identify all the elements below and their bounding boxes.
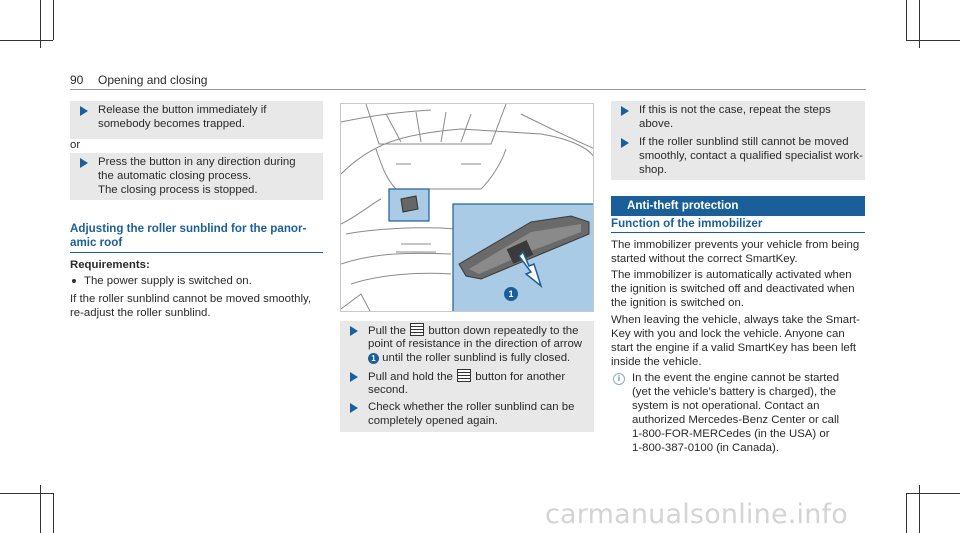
step-text: Pull the button down repeatedly to the xyxy=(368,323,578,339)
step-text: point of resistance in the direction of … xyxy=(368,338,583,350)
step-text: If this is not the case, repeat the step… xyxy=(639,104,831,116)
bullet-dot xyxy=(72,279,76,283)
step-bar xyxy=(611,133,865,180)
step-text: Pull and hold the button for another xyxy=(368,369,565,385)
step-arrow-icon xyxy=(350,372,358,382)
crop-mark xyxy=(906,493,907,533)
step-text: above. xyxy=(639,118,674,130)
step-bar xyxy=(340,321,594,368)
crop-mark xyxy=(906,40,960,41)
step-text: Release the button immediately if xyxy=(98,104,267,116)
body-text: inside the vehicle. xyxy=(611,356,702,368)
callout-number: 1 xyxy=(368,353,379,364)
crop-mark xyxy=(53,0,54,40)
info-icon: i xyxy=(613,373,625,385)
body-text: Key with you and lock the vehicle. Anyon… xyxy=(611,328,845,340)
step-arrow-icon xyxy=(350,403,358,413)
requirement-item: The power supply is switched on. xyxy=(84,275,252,287)
heading-rule xyxy=(611,232,865,233)
step-text-part: until the roller sunblind is fully close… xyxy=(382,352,571,364)
body-text: the ignition is switched on. xyxy=(611,297,744,309)
sunblind-button-icon xyxy=(457,369,472,382)
step-text-part: button down repeatedly to the xyxy=(428,325,579,337)
step-text: 1 until the roller sunblind is fully clo… xyxy=(368,351,570,366)
body-text: re-adjust the roller sunblind. xyxy=(70,307,211,319)
step-text: If the roller sunblind still cannot be m… xyxy=(639,136,849,148)
section-title: Opening and closing xyxy=(98,73,208,87)
step-text: completely opened again. xyxy=(368,415,498,427)
step-arrow-icon xyxy=(621,106,629,116)
or-text: or xyxy=(70,139,81,151)
step-arrow-icon xyxy=(350,326,358,336)
note-text: 1-800-387-0100 (in Canada). xyxy=(632,442,779,454)
crop-mark xyxy=(40,485,41,533)
crop-mark xyxy=(53,493,54,533)
section-heading: Adjusting the roller sunblind for the pa… xyxy=(70,222,307,235)
crop-mark xyxy=(919,0,920,48)
crop-mark xyxy=(40,0,41,48)
body-text: the ignition is switched off and deactiv… xyxy=(611,283,855,295)
step-text: The closing process is stopped. xyxy=(98,184,258,196)
header-rule xyxy=(70,89,866,90)
step-arrow-icon xyxy=(80,106,88,116)
step-arrow-icon xyxy=(80,158,88,168)
step-text: somebody becomes trapped. xyxy=(98,118,245,130)
step-arrow-icon xyxy=(621,138,629,148)
body-text: If the roller sunblind cannot be moved s… xyxy=(70,293,312,305)
section-banner: Anti-theft protection xyxy=(611,196,865,216)
step-text-part: Pull and hold the xyxy=(368,371,453,383)
body-text: The immobilizer prevents your vehicle fr… xyxy=(611,239,860,251)
step-bar xyxy=(70,101,323,139)
crop-mark xyxy=(0,493,53,494)
callout-number: 1 xyxy=(504,287,518,301)
roof-illustration xyxy=(341,104,593,311)
note-text: (yet the vehicle's battery is charged), … xyxy=(632,386,837,398)
heading-rule xyxy=(70,252,323,253)
step-text: second. xyxy=(368,384,408,396)
crop-mark xyxy=(906,493,960,494)
step-bar xyxy=(611,101,865,134)
step-text: Press the button in any direction during xyxy=(98,156,296,168)
note-text: system is not operational. Contact an xyxy=(632,400,820,412)
requirements-label: Requirements: xyxy=(70,259,150,271)
step-text: smoothly, contact a qualified specialist… xyxy=(639,150,863,162)
step-bar xyxy=(70,153,323,200)
figure-frame: 1 xyxy=(340,103,594,312)
body-text: The immobilizer is automatically activat… xyxy=(611,269,852,281)
body-text: started without the correct SmartKey. xyxy=(611,253,798,265)
crop-mark xyxy=(0,40,53,41)
watermark: carmanualsonline.info xyxy=(545,499,848,530)
banner-title: Anti-theft protection xyxy=(627,199,739,212)
step-text: Check whether the roller sunblind can be xyxy=(368,401,575,413)
section-heading: amic roof xyxy=(70,236,123,249)
page-number: 90 xyxy=(70,73,84,87)
note-text: In the event the engine cannot be starte… xyxy=(632,372,840,384)
sunblind-button-icon xyxy=(410,323,425,336)
note-text: authorized Mercedes-Benz Center or call xyxy=(632,414,840,426)
body-text: When leaving the vehicle, always take th… xyxy=(611,314,860,326)
subheading: Function of the immobilizer xyxy=(611,217,763,230)
note-text: 1-800-FOR-MERCedes (in the USA) or xyxy=(632,428,830,440)
crop-mark xyxy=(906,0,907,40)
step-text: shop. xyxy=(639,164,667,176)
step-text: the automatic closing process. xyxy=(98,170,252,182)
body-text: start the engine if a valid SmartKey has… xyxy=(611,342,857,354)
step-text-part: button for another xyxy=(475,371,566,383)
step-text-part: Pull the xyxy=(368,325,406,337)
step-bar xyxy=(340,398,594,432)
crop-mark xyxy=(919,485,920,533)
